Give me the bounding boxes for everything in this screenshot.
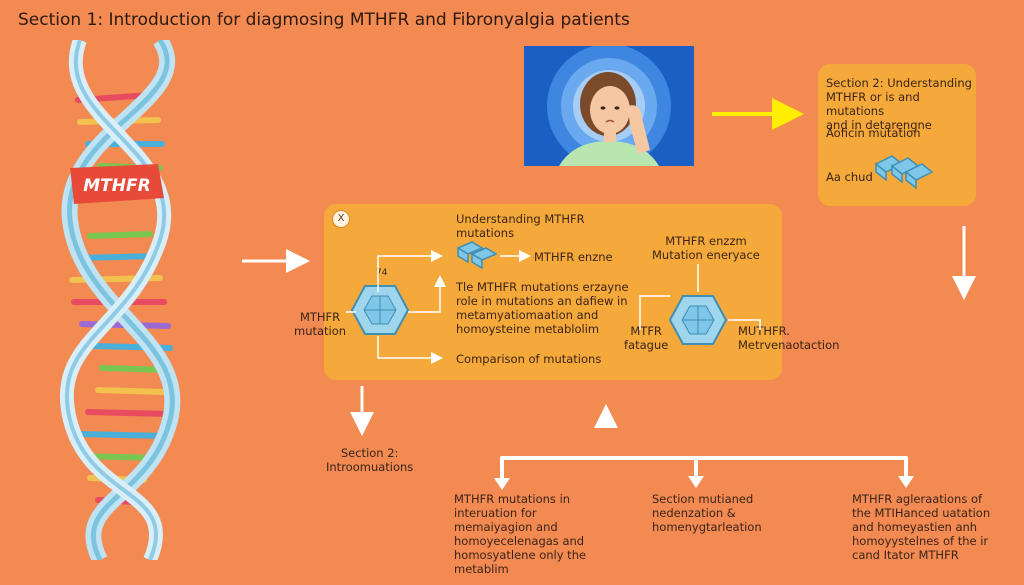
- section2-note: Aa chud: [826, 170, 873, 184]
- close-button[interactable]: X: [332, 210, 350, 228]
- methylation-label: MUTHFR. Metrvenaotaction: [738, 324, 840, 352]
- main-card: [324, 204, 782, 380]
- dna-helix-illustration: MTHFR: [59, 40, 181, 560]
- hexagon-crystal-icon: [350, 285, 410, 335]
- enzyme-label: MTHFR enzne: [534, 250, 613, 264]
- page-title: Section 1: Introduction for diagmosing M…: [18, 10, 630, 30]
- section2-subheading: Aoficin mutation: [826, 126, 921, 140]
- patient-illustration: [547, 46, 671, 166]
- section2-intro-label: Section 2: Introomuations: [326, 446, 414, 474]
- mthfr-mutation-label: MTHFR mutation: [294, 310, 347, 338]
- fatigue-label: MTFR fatague: [624, 324, 669, 352]
- main-card-body: Tle MTHFR mutations erzayne role in muta…: [456, 280, 629, 336]
- patient-photo: [524, 46, 694, 166]
- crystal-blocks-icon: [874, 155, 934, 190]
- bottom-item-3: MTHFR agleraations of the MTIHanced uata…: [852, 492, 991, 562]
- main-card-heading: Understanding MTHFR mutations: [456, 212, 585, 240]
- dna-label: MTHFR: [83, 176, 150, 196]
- bottom-item-1: MTHFR mutations in interuation for memai…: [454, 492, 587, 576]
- enzyme-block-icon: [456, 241, 498, 270]
- section2-card: [818, 64, 976, 206]
- comparison-label: Comparison of mutations: [456, 352, 602, 366]
- section2-heading: Section 2: Understanding MTHFR or is and…: [826, 76, 972, 132]
- bottom-item-2: Section mutianed nedenzation & homenygta…: [652, 492, 762, 534]
- marker-label: 74: [376, 268, 388, 278]
- enzyme-mutation-label: MTHFR enzzm Mutation eneryace: [652, 234, 760, 262]
- bottom-bracket: [500, 456, 908, 486]
- hexagon-crystal-icon-right: [668, 295, 728, 345]
